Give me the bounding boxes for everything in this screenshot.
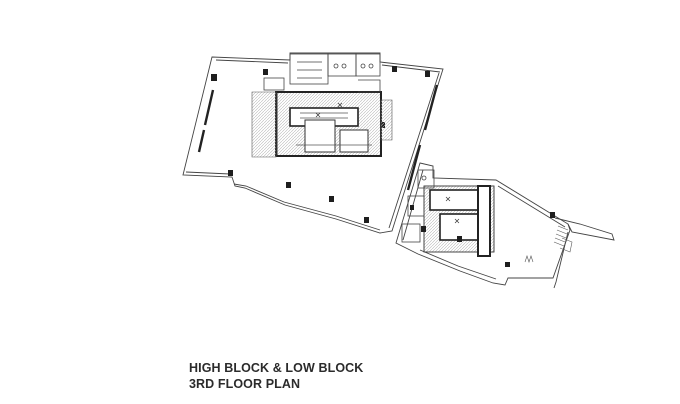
low-block-core [423,185,495,257]
high-block-core [275,91,382,157]
low-block-plan [395,162,615,289]
high-block-services [263,53,381,93]
caption-line-2: 3RD FLOOR PLAN [189,377,301,391]
stair [524,225,573,263]
low-block-columns [410,205,555,267]
high-block-outline [182,52,444,234]
drawing-caption: HIGH BLOCK & LOW BLOCK 3RD FLOOR PLAN [189,360,363,392]
low-block-outline [395,162,571,286]
high-block-plan [182,52,444,234]
caption-line-1: HIGH BLOCK & LOW BLOCK [189,361,364,375]
